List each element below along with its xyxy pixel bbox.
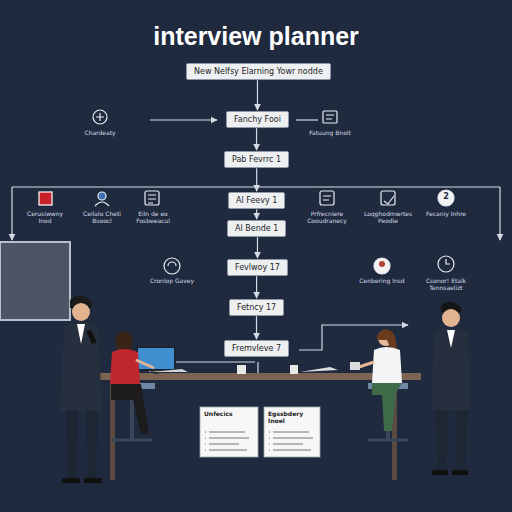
process-box: Al Bende 1 (227, 220, 286, 237)
person-left-standing (60, 295, 102, 483)
icon-label: Csonor! Etalk Tennsaelizt (420, 278, 472, 292)
flow-arrow (257, 237, 258, 258)
node-text: New Nelfsy Elarning Yowr nodde (194, 67, 323, 76)
node-text: Egssbdery Inoel (268, 411, 316, 425)
node-text: Fetncy 17 (237, 303, 276, 312)
node-text: Fremvleve 7 (232, 344, 281, 353)
flow-arrow (256, 276, 257, 298)
person-right-seated (350, 329, 408, 440)
icon-label: Fecaniy Inhre (422, 211, 470, 218)
card-backgrounds (200, 407, 320, 457)
icon-label: Cronlop Gavey (147, 278, 197, 285)
process-box: Fevlwoy 17 (227, 259, 288, 276)
process-box: Fremvleve 7 (224, 340, 289, 357)
flow-arrow (256, 128, 257, 150)
icon-label: Ceilalo Cheti Bsoocl (77, 211, 127, 225)
process-box: Fetncy 17 (229, 299, 284, 316)
node-text: Unfecics (204, 411, 254, 418)
node-text: Fanchy Fooi (234, 115, 281, 124)
node-text: Al Bende 1 (235, 224, 278, 233)
person-left-seated (110, 331, 155, 440)
process-box: Fanchy Fooi (226, 111, 289, 128)
icon-label: Cerusiwwny Inod (20, 211, 70, 225)
icon-label: Chardeaty (75, 130, 125, 137)
note-card: Egssbdery Inoel (264, 408, 320, 428)
node-text: Fevlwoy 17 (235, 263, 280, 272)
process-box: Pab Fevrrc 1 (224, 151, 289, 168)
computer-monitor (137, 347, 188, 374)
icon-label: Loqghodmwrtes Peodie (360, 211, 416, 225)
flow-arrow (257, 80, 258, 110)
flow-arrow (256, 168, 257, 191)
flow-arrow (256, 209, 257, 219)
icon-label: Prfrecniere Cooudranecy (299, 211, 355, 225)
person-right-standing (431, 301, 471, 475)
whiteboard (0, 242, 70, 320)
process-box: New Nelfsy Elarning Yowr nodde (186, 63, 331, 80)
node-text: Al Feevy 1 (236, 196, 277, 205)
icons (39, 110, 454, 274)
icon-label: Eiln de eo Fosbeeacul (128, 211, 178, 225)
callout-number: 2 (439, 192, 453, 201)
icon-label: Fatuung Bnoit (305, 130, 355, 137)
icon-label: Cenbering Insd (357, 278, 407, 285)
flow-arrow (256, 316, 257, 339)
process-box: Al Feevy 1 (228, 192, 285, 209)
diagram-title: interview planner (0, 22, 512, 51)
node-text: Pab Fevrrc 1 (232, 155, 281, 164)
note-card: Unfecics (200, 408, 258, 421)
